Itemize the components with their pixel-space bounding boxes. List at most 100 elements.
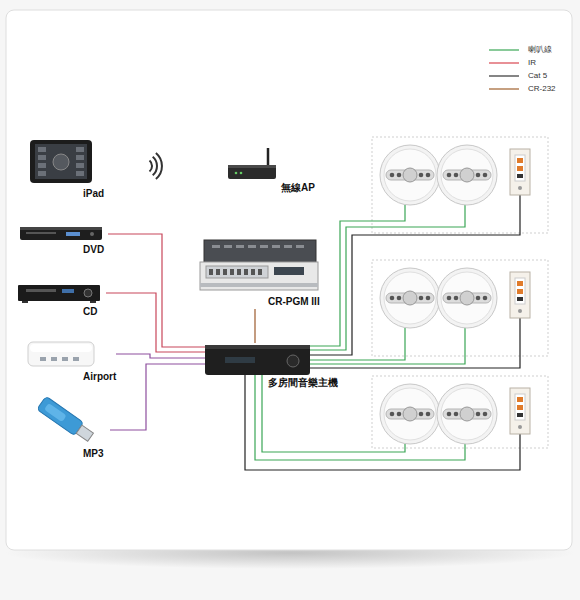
- dvd-display: [66, 232, 80, 236]
- rack-vent: [236, 245, 244, 248]
- cat5-wire: [245, 375, 520, 470]
- airport-port: [73, 357, 79, 361]
- cat5-wires: [245, 195, 520, 470]
- wall-keypad: [510, 388, 530, 434]
- speaker-wire: [310, 328, 465, 364]
- legend-text: IR: [528, 58, 536, 68]
- rack-button: [244, 269, 248, 275]
- rack-button: [258, 269, 262, 275]
- router-led: [235, 172, 238, 175]
- device-label: 多房間音樂主機: [268, 377, 338, 389]
- tablet-button: [76, 155, 84, 160]
- rack-button: [223, 269, 227, 275]
- legend-row: Cat 5: [489, 71, 547, 81]
- device-label: 無線AP: [281, 182, 315, 194]
- signal-cable: [254, 309, 255, 343]
- card: [6, 10, 572, 550]
- ceiling-speaker: [380, 268, 440, 328]
- airport-body: [28, 342, 94, 366]
- rack-vent: [260, 245, 268, 248]
- legend-row: IR: [489, 58, 536, 68]
- legend-row: CR-232: [489, 84, 556, 94]
- device-label: MP3: [83, 448, 104, 460]
- tablet-button: [38, 147, 46, 152]
- rack-vent: [296, 245, 304, 248]
- tablet-dial: [53, 154, 69, 170]
- ceiling-speaker: [437, 268, 497, 328]
- rack-vent: [212, 245, 220, 248]
- rack-button: [237, 269, 241, 275]
- device-label: DVD: [83, 244, 104, 256]
- router-antenna: [267, 148, 270, 167]
- legend-sample: [489, 58, 524, 68]
- rack-button: [251, 269, 255, 275]
- tablet-device: iPad: [28, 138, 106, 202]
- signal-cable: [106, 293, 205, 352]
- wireless-router: 無線AP: [226, 145, 321, 195]
- device-label: iPad: [83, 188, 104, 200]
- audio-host: 多房間音樂主機: [205, 343, 340, 391]
- dvd-tray: [26, 232, 56, 234]
- signal-cable: [108, 234, 205, 347]
- router-top: [228, 165, 276, 168]
- usb-plug: [76, 425, 93, 441]
- tablet-button: [76, 163, 84, 168]
- usb-stick: [37, 396, 95, 444]
- rack-button: [216, 269, 220, 275]
- cd-display: [62, 289, 74, 293]
- legend-line-sample: [489, 75, 519, 76]
- tablet-button: [38, 171, 46, 176]
- cd-tray: [26, 289, 56, 292]
- speaker-wire: [310, 205, 465, 350]
- room-zone: [372, 137, 548, 233]
- wall-keypad: [510, 149, 530, 195]
- rack-panel: [206, 266, 268, 278]
- legend-line-sample: [489, 62, 519, 63]
- legend-text: CR-232: [528, 84, 556, 94]
- usb-grip: [44, 403, 67, 422]
- airport-device: Airport: [26, 338, 116, 383]
- host-display: [225, 357, 255, 363]
- legend-row: 喇叭線: [489, 45, 552, 55]
- dvd-button: [90, 232, 94, 236]
- tablet-button: [76, 147, 84, 152]
- host-top: [205, 345, 310, 349]
- host-knob: [287, 355, 299, 367]
- legend-line-sample: [489, 49, 519, 50]
- rack-display: [274, 267, 304, 275]
- usb-body: [37, 396, 84, 435]
- cd-player: CD: [16, 280, 106, 318]
- wall-keypad: [510, 272, 530, 318]
- rack-unit-back: [204, 240, 316, 265]
- tablet-button: [76, 171, 84, 176]
- airport-port: [62, 357, 68, 361]
- airport-port: [40, 357, 46, 361]
- mp3-device: MP3: [30, 398, 110, 460]
- airport-top: [30, 344, 92, 352]
- cd-foot: [90, 301, 96, 303]
- rack-vent: [272, 245, 280, 248]
- rack-strip: [200, 283, 318, 287]
- cd-foot: [22, 301, 28, 303]
- rack-button: [230, 269, 234, 275]
- device-label: CD: [83, 306, 97, 318]
- control-processor: CR-PGM III: [198, 237, 323, 309]
- room-zone: [372, 376, 548, 448]
- legend-text: 喇叭線: [528, 45, 552, 55]
- room-zone: [372, 260, 548, 356]
- router-body: [228, 165, 276, 179]
- signal-cable: [116, 354, 205, 358]
- router-led: [240, 172, 243, 175]
- rack-button: [209, 269, 213, 275]
- signal-cable: [110, 364, 205, 430]
- legend-sample: [489, 45, 524, 55]
- tablet-button: [38, 155, 46, 160]
- dvd-player: DVD: [18, 222, 108, 256]
- tablet-button: [38, 163, 46, 168]
- ceiling-speaker: [380, 384, 440, 444]
- legend-sample: [489, 84, 524, 94]
- airport-port: [51, 357, 57, 361]
- rack-vent: [224, 245, 232, 248]
- dvd-body: [20, 227, 102, 240]
